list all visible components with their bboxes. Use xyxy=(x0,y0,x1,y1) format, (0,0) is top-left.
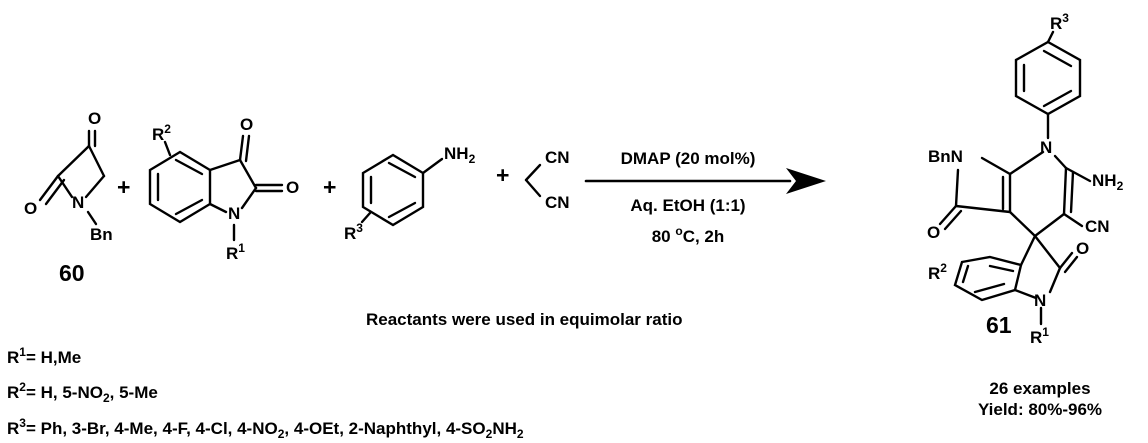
nitrile-product: CN xyxy=(1085,217,1110,236)
aniline-structure xyxy=(360,153,444,227)
atom-o-isatin-right: O xyxy=(286,178,300,197)
substituent-r1-product: R1 xyxy=(1030,325,1049,347)
atom-o-60-left: O xyxy=(24,199,38,218)
atom-n-isatin: N xyxy=(228,204,241,223)
substituent-r3-aniline: R3 xyxy=(344,221,363,243)
substituent-r1-isatin: R1 xyxy=(226,241,245,263)
compound-label-60: 60 xyxy=(59,260,85,286)
nitrile-top: CN xyxy=(545,148,570,167)
compound-60-structure xyxy=(38,129,106,226)
benzyl-n-product: BnN xyxy=(928,147,963,166)
reaction-solvent: Aq. EtOH (1:1) xyxy=(630,196,746,215)
examples-count: 26 examples xyxy=(989,379,1091,398)
atom-n-60: N xyxy=(72,193,85,212)
atom-n-product-oxindole: N xyxy=(1034,291,1047,310)
atom-n-product-ring: N xyxy=(1040,138,1053,157)
atom-o-60-top: O xyxy=(88,109,102,128)
substituent-r2-product: R2 xyxy=(928,261,947,283)
amine-aniline: NH2 xyxy=(444,144,476,166)
isatin-structure xyxy=(148,134,284,242)
r3-definition: R3= Ph, 3-Br, 4-Me, 4-F, 4-Cl, 4-NO2, 4-… xyxy=(7,416,524,441)
reaction-arrow xyxy=(584,168,826,194)
plus-sign-3: + xyxy=(496,162,510,188)
atom-o-product-lactam: O xyxy=(927,223,941,242)
plus-sign-2: + xyxy=(323,174,337,200)
substituent-r2-isatin: R2 xyxy=(152,122,171,144)
atom-o-product-oxindole: O xyxy=(1076,239,1090,258)
atom-o-isatin-top: O xyxy=(240,115,254,134)
nitrile-bottom: CN xyxy=(545,193,570,212)
reaction-catalyst: DMAP (20 mol%) xyxy=(620,149,756,168)
r2-definition: R2= H, 5-NO2, 5-Me xyxy=(7,380,158,405)
reaction-temperature: 80 oC, 2h xyxy=(651,224,725,246)
substituent-r3-product: R3 xyxy=(1050,11,1069,33)
benzyl-60: Bn xyxy=(90,225,113,244)
compound-label-61: 61 xyxy=(986,312,1012,338)
amine-product: NH2 xyxy=(1092,171,1124,193)
compound-61-structure xyxy=(938,30,1092,326)
r1-definition: R1= H,Me xyxy=(7,345,82,367)
yield-range: Yield: 80%-96% xyxy=(977,400,1103,419)
malononitrile-structure xyxy=(524,163,542,198)
plus-sign-1: + xyxy=(117,174,131,200)
equimolar-note: Reactants were used in equimolar ratio xyxy=(366,310,683,329)
